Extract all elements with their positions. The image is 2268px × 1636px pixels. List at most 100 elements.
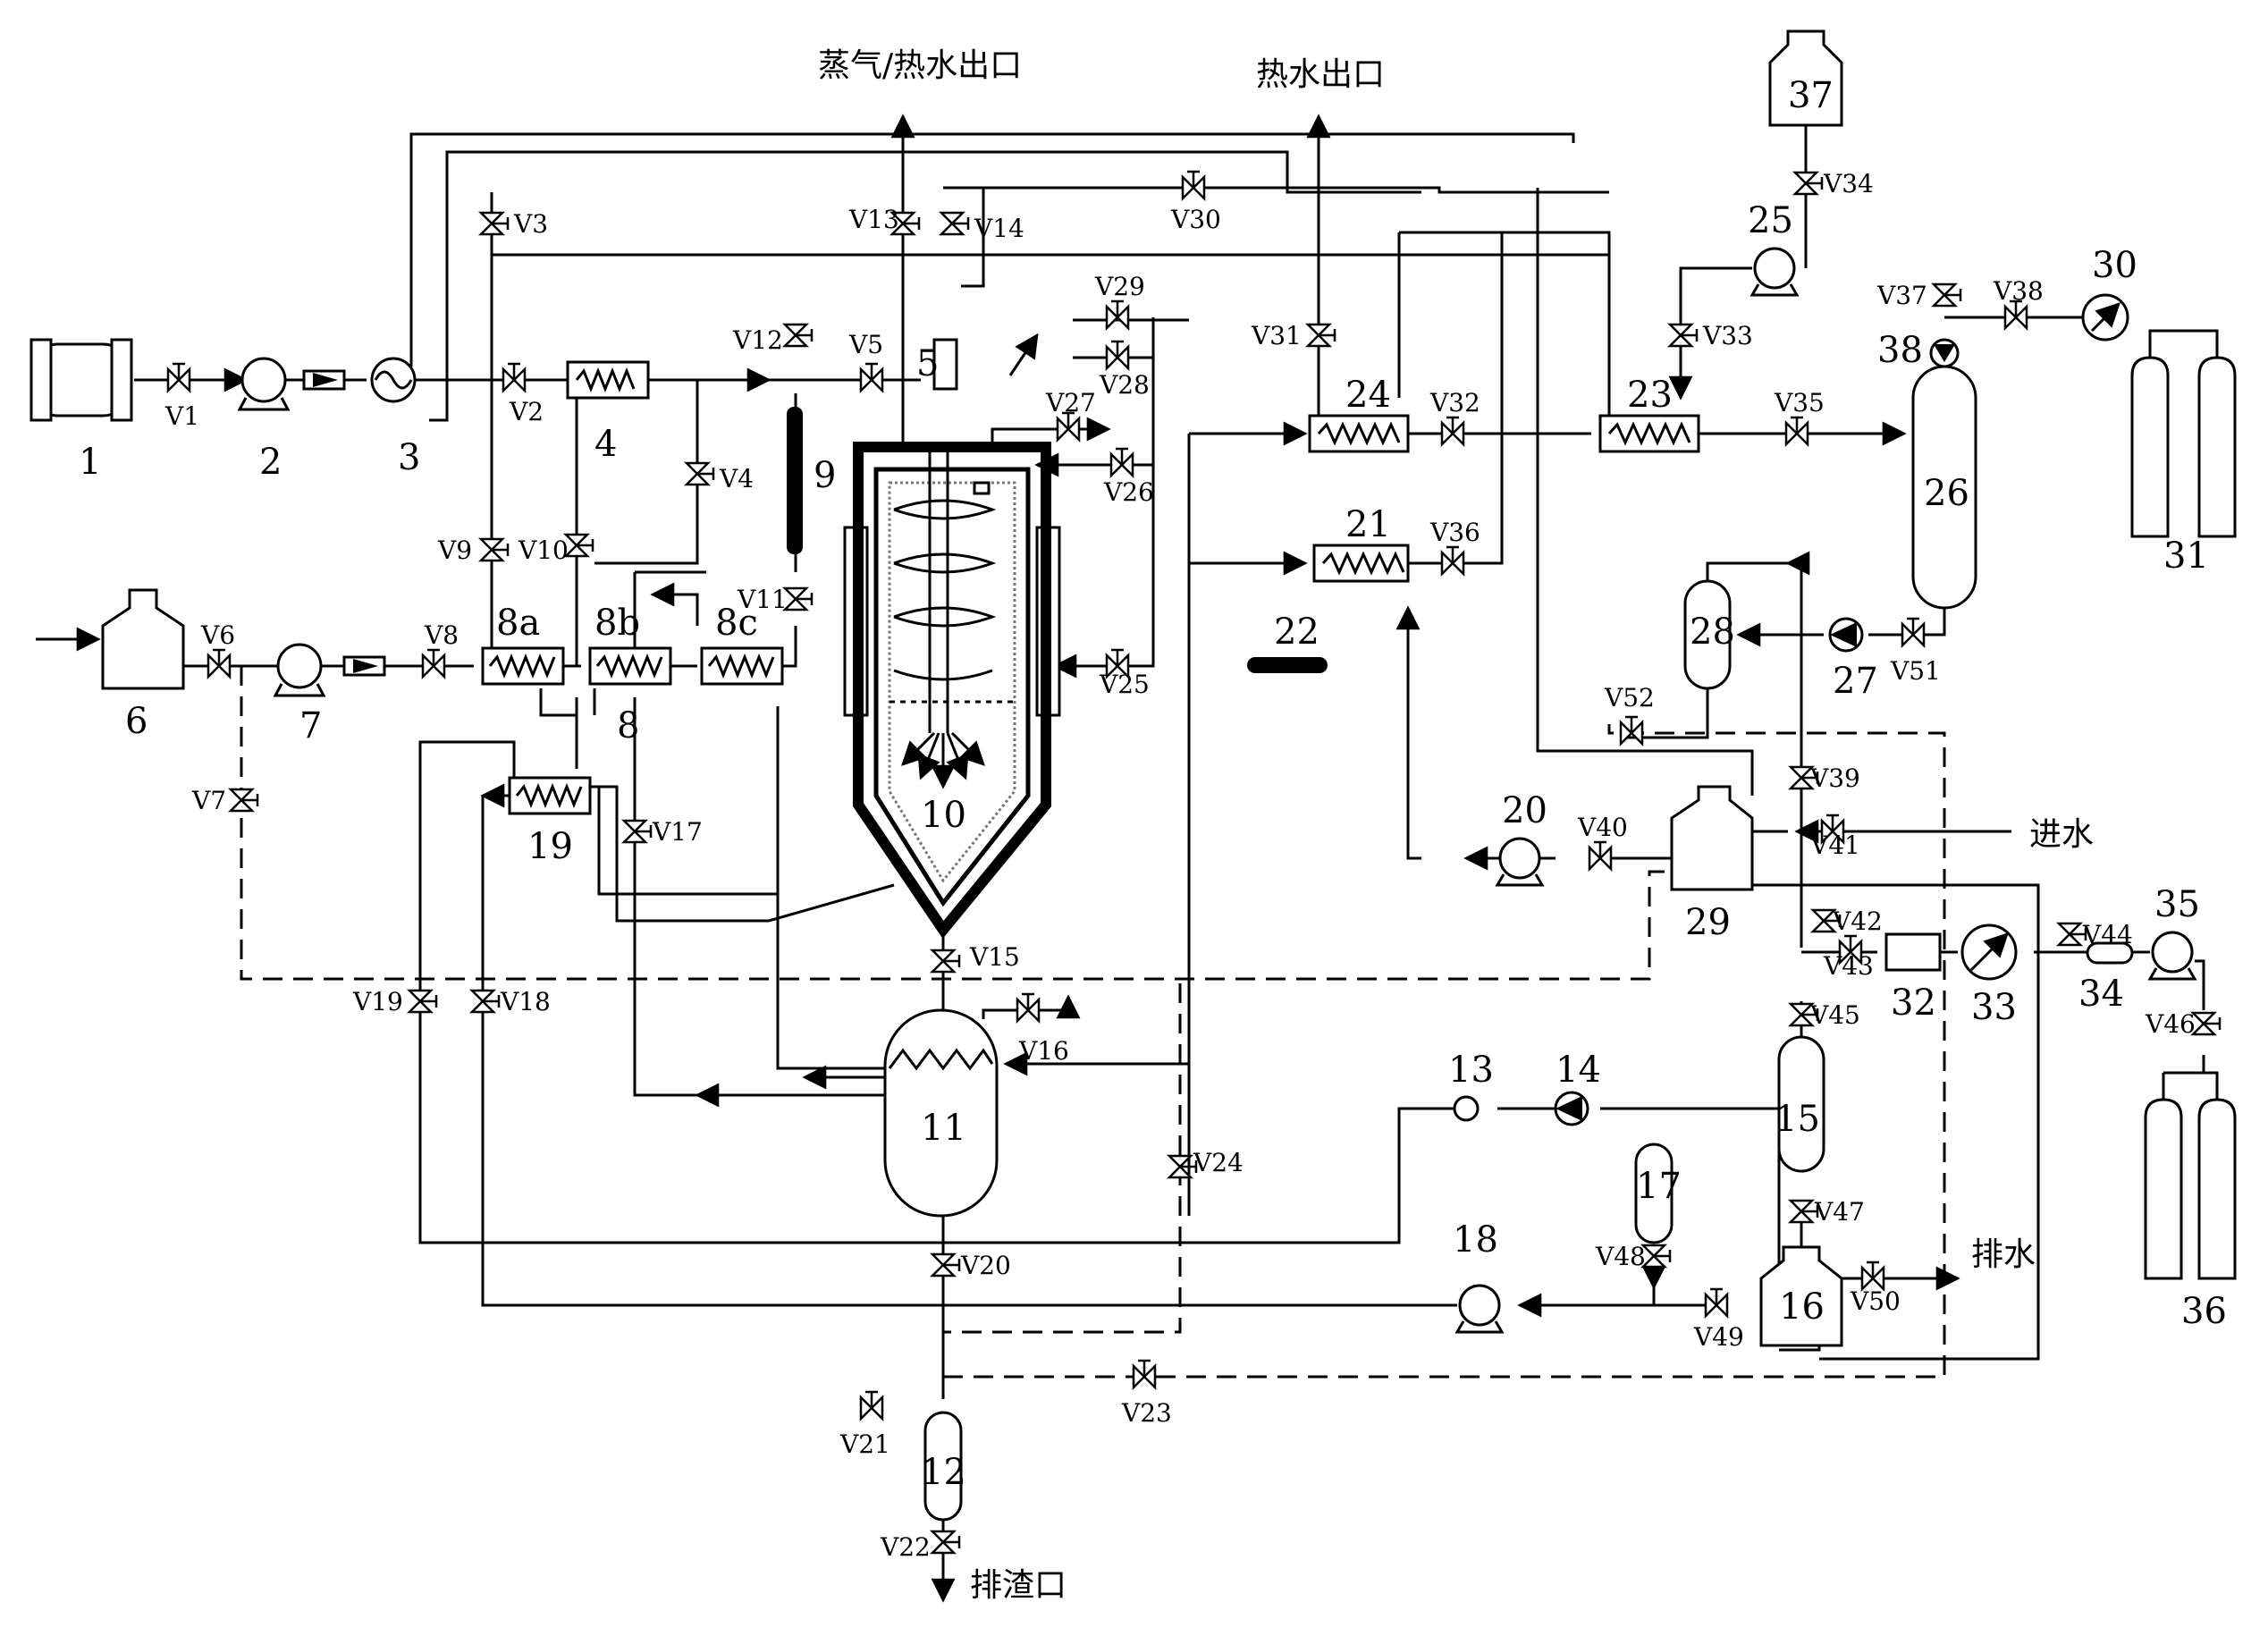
equipment-7-pump	[273, 643, 386, 697]
valve-v38-icon	[2003, 299, 2028, 332]
label-V16: V16	[1018, 1036, 1069, 1066]
label-V35: V35	[1774, 388, 1825, 417]
valve-v5-icon	[859, 362, 884, 394]
label-eq-9: 9	[814, 455, 836, 496]
label-V51: V51	[1890, 656, 1941, 686]
equipment-18-pump	[1454, 1284, 1505, 1334]
valve-v27-icon	[1056, 411, 1081, 443]
label-eq-32: 32	[1891, 982, 1936, 1024]
valve-v2-icon	[502, 362, 527, 394]
label-V7: V7	[191, 786, 226, 815]
equipment-9-column	[787, 407, 803, 554]
label-drain: 排水	[1971, 1236, 2036, 1273]
equipment-10-reactor	[843, 442, 1061, 940]
valve-v23-icon	[1132, 1359, 1157, 1391]
label-eq-27: 27	[1833, 661, 1878, 702]
equipment-31-gas-cylinders	[2130, 356, 2237, 538]
label-V19: V19	[352, 987, 403, 1016]
equipment-8a-heat-exchanger	[481, 646, 565, 686]
valve-v22-icon	[929, 1530, 961, 1555]
label-eq-30: 30	[2092, 245, 2137, 286]
valve-v24-icon	[1166, 1154, 1198, 1179]
equipment-17-vessel	[1634, 1143, 1674, 1244]
valve-v11-icon	[781, 586, 814, 611]
valve-v21-icon	[859, 1390, 884, 1422]
equipment-11-vessel	[883, 1008, 999, 1218]
equipment-14-pump	[1554, 1091, 1589, 1126]
valve-v16-icon	[1016, 992, 1041, 1025]
valve-v50-icon	[1860, 1261, 1885, 1293]
label-eq-35: 35	[2154, 884, 2200, 925]
equipment-12-vessel	[923, 1411, 963, 1522]
label-slag-outlet: 排渣口	[970, 1567, 1067, 1604]
label-V18: V18	[500, 987, 551, 1016]
label-V1: V1	[164, 401, 199, 431]
valve-v39-icon	[1787, 765, 1819, 790]
valve-v43-icon	[1838, 934, 1863, 966]
valve-v3-icon	[477, 211, 510, 236]
label-V48: V48	[1595, 1242, 1646, 1271]
label-V10: V10	[518, 535, 569, 565]
label-hot-water-outlet: 热水出口	[1256, 56, 1385, 93]
label-eq-7: 7	[299, 705, 322, 746]
label-V45: V45	[1809, 1000, 1860, 1030]
dashed-lines	[240, 666, 1946, 1379]
valve-v33-icon	[1666, 323, 1699, 348]
equipment-13	[1453, 1095, 1480, 1122]
label-eq-8a: 8a	[496, 603, 540, 644]
equipment-34	[2086, 941, 2134, 965]
label-V46: V46	[2145, 1009, 2196, 1039]
label-eq-17: 17	[1636, 1166, 1682, 1207]
valve-v42-icon	[1809, 908, 1842, 933]
valve-v35-icon	[1784, 416, 1809, 448]
valve-v49-icon	[1704, 1287, 1729, 1320]
valve-v8-icon	[421, 648, 446, 680]
label-eq-3: 3	[398, 437, 420, 478]
equipment-22	[1247, 657, 1328, 673]
valve-v36-icon	[1440, 545, 1465, 578]
valve-v10-icon	[562, 533, 594, 558]
label-eq-19: 19	[527, 826, 573, 867]
equipment-25-pump	[1749, 247, 1800, 297]
label-V2: V2	[509, 397, 544, 426]
label-eq-15: 15	[1775, 1099, 1820, 1140]
label-V49: V49	[1693, 1322, 1744, 1352]
label-V5: V5	[848, 330, 883, 359]
label-eq-8b: 8b	[594, 603, 640, 644]
label-V14: V14	[974, 214, 1024, 243]
valve-v26-icon	[1109, 447, 1134, 479]
label-eq-6: 6	[125, 701, 148, 742]
valve-v45-icon	[1787, 1002, 1819, 1027]
label-eq-20: 20	[1502, 790, 1547, 831]
equipment-16-tank	[1759, 1245, 1843, 1347]
equipment-15-vessel	[1777, 1035, 1825, 1173]
label-V41: V41	[1809, 831, 1860, 860]
label-eq-18: 18	[1453, 1219, 1498, 1261]
valve-v32-icon	[1440, 416, 1465, 448]
label-eq-13: 13	[1448, 1050, 1494, 1091]
label-eq-23: 23	[1627, 375, 1673, 416]
label-eq-31: 31	[2163, 535, 2209, 577]
valve-v47-icon	[1787, 1199, 1819, 1224]
label-eq-33: 33	[1971, 987, 2017, 1028]
equipment-6-tank	[101, 588, 185, 690]
label-eq-28: 28	[1690, 611, 1735, 653]
label-eq-5: 5	[916, 343, 939, 384]
label-steam-outlet: 蒸气/热水出口	[818, 47, 1022, 84]
label-eq-34: 34	[2078, 974, 2124, 1015]
equipment-32	[1884, 932, 1942, 972]
valve-v18-icon	[468, 989, 501, 1014]
label-eq-1: 1	[79, 442, 101, 483]
label-eq-8: 8	[617, 705, 639, 746]
label-eq-11: 11	[921, 1108, 966, 1149]
label-eq-16: 16	[1779, 1286, 1825, 1328]
valve-v31-icon	[1304, 323, 1336, 348]
valve-v46-icon	[2189, 1011, 2222, 1036]
label-eq-38: 38	[1877, 330, 1923, 371]
valve-v29-icon	[1105, 299, 1130, 332]
label-water-in: 进水	[2029, 816, 2094, 853]
label-eq-24: 24	[1345, 375, 1391, 416]
valve-v6-icon	[207, 648, 232, 680]
label-V17: V17	[652, 817, 703, 847]
label-eq-4: 4	[594, 424, 617, 465]
